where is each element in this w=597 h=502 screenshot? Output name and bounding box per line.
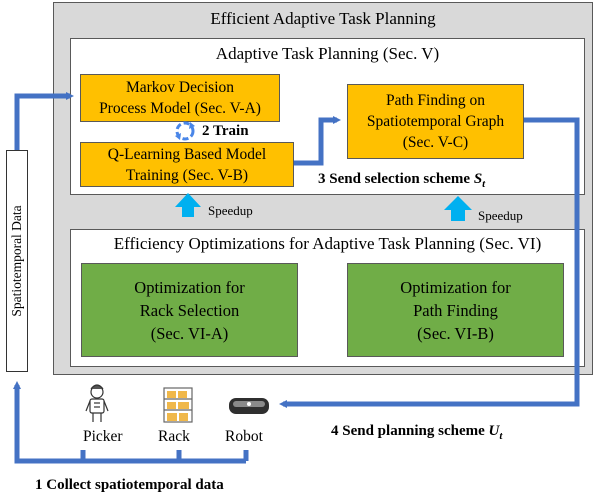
collect-label: 1 Collect spatiotemporal data xyxy=(35,477,224,493)
opt-title: Efficiency Optimizations for Adaptive Ta… xyxy=(113,234,542,253)
send-selection-symbol: S xyxy=(473,171,483,187)
spatiotemporal-data-box: Spatiotemporal Data xyxy=(6,150,28,372)
path-finding-opt-box: Optimization for Path Finding (Sec. VI-B… xyxy=(347,263,564,357)
cycle-icon xyxy=(175,121,195,141)
send-selection-text: 3 Send selection scheme xyxy=(318,171,474,187)
speedup-left-label: Speedup xyxy=(208,203,253,218)
speedup-right-label: Speedup xyxy=(478,208,523,223)
arrow-qlearn-to-path xyxy=(294,116,341,166)
send-selection-label: 3 Send selection scheme St xyxy=(318,171,485,190)
rack-selection-box: Optimization for Rack Selection (Sec. VI… xyxy=(81,263,298,357)
q-learning-box: Q-Learning Based Model Training (Sec. V-… xyxy=(80,142,294,187)
robot-icon xyxy=(229,398,269,414)
send-planning-text: 4 Send planning scheme xyxy=(331,423,489,439)
speedup-arrow-right xyxy=(444,196,472,221)
robot-label: Robot xyxy=(225,428,263,445)
send-planning-symbol: U xyxy=(488,423,500,439)
send-selection-sub: t xyxy=(482,178,486,190)
mdp-box: Markov Decision Process Model (Sec. V-A) xyxy=(80,74,280,122)
arrow-collect-to-data xyxy=(13,381,86,464)
speedup-arrow-left xyxy=(175,193,201,217)
atp-title: Adaptive Task Planning (Sec. V) xyxy=(215,44,440,63)
path-finding-box: Path Finding on Spatiotemporal Graph (Se… xyxy=(347,84,524,159)
rack-label: Rack xyxy=(158,428,190,445)
arrow-path-to-robot xyxy=(279,117,580,408)
shelf-icon xyxy=(163,387,193,423)
train-label: 2 Train xyxy=(202,123,249,139)
outer-title: Efficient Adaptive Task Planning xyxy=(210,9,436,28)
person-icon xyxy=(85,384,109,422)
send-planning-sub: t xyxy=(499,430,503,442)
arrow-data-to-mdp xyxy=(14,92,74,150)
picker-label: Picker xyxy=(83,428,123,445)
send-planning-label: 4 Send planning scheme Ut xyxy=(331,423,502,442)
